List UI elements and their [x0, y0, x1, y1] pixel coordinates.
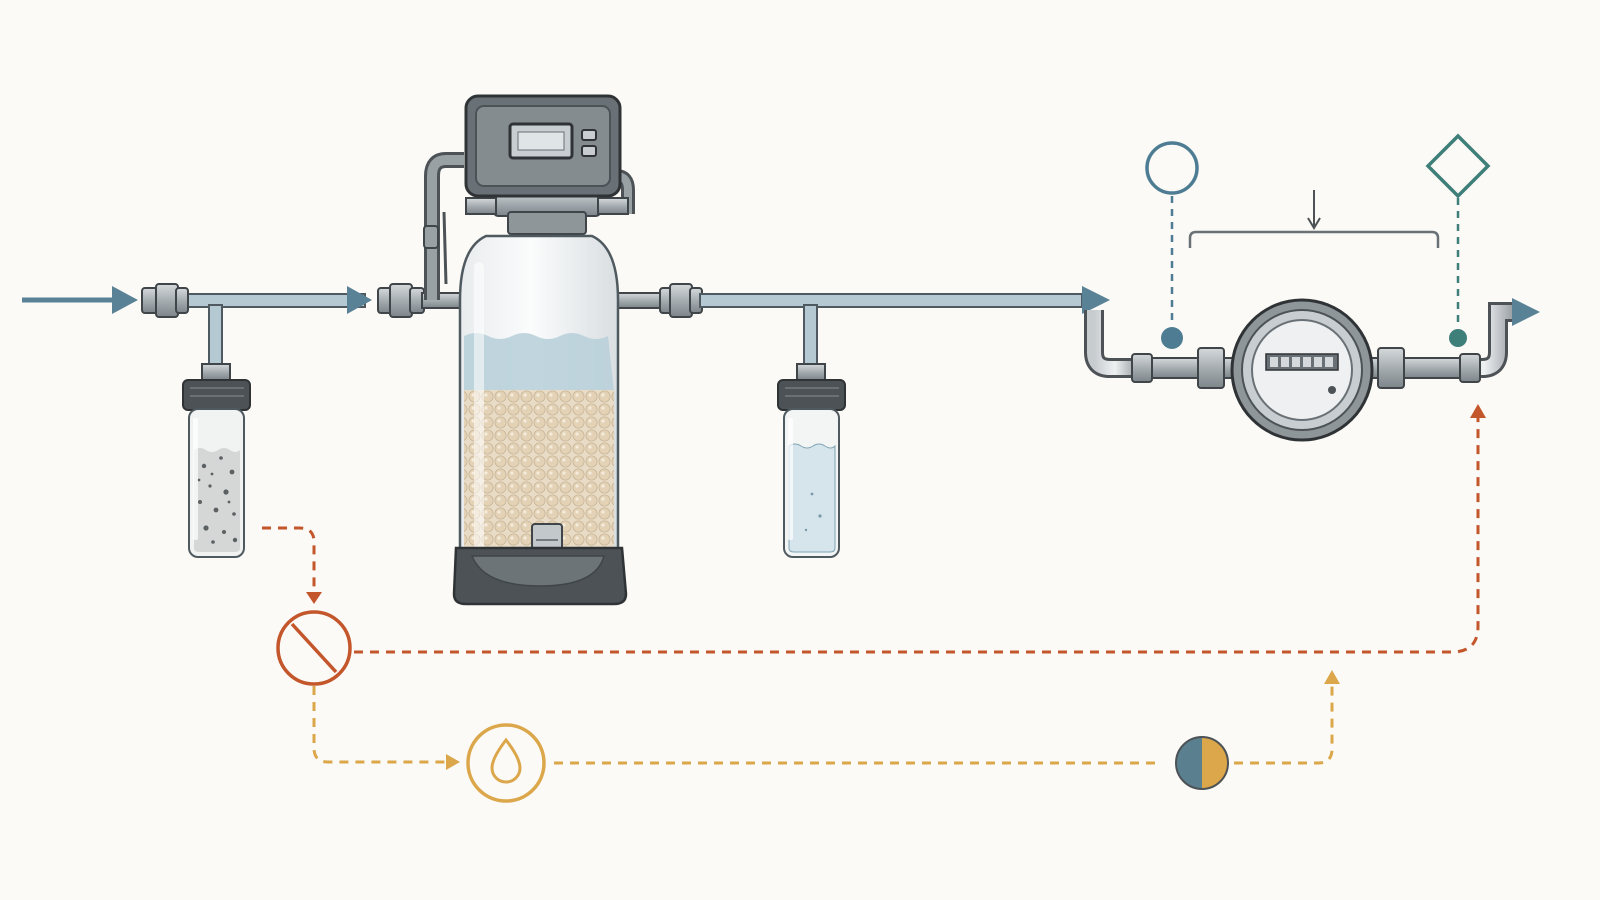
tank-outlet-coupling — [611, 283, 703, 318]
meter-assembly — [1084, 298, 1540, 442]
outlet-arrow-icon — [1512, 298, 1540, 326]
sediment-filter-housing-icon — [182, 363, 251, 558]
circle-icon — [1145, 141, 1199, 195]
sediment-particles — [197, 456, 238, 544]
control-button-down[interactable] — [581, 145, 597, 157]
water-drop-icon — [466, 723, 546, 803]
flow-arrowhead-meter — [1082, 286, 1110, 314]
pipe-drop-postfilter — [803, 304, 818, 368]
inlet-coupling — [141, 283, 189, 318]
pipe-outlet-segment — [699, 293, 1083, 308]
pipe-drop-sediment — [208, 304, 223, 368]
measurement-markers — [1145, 133, 1491, 349]
clear-filter-housing-icon — [777, 363, 846, 558]
prohibited-icon — [276, 610, 352, 686]
diamond-icon — [1425, 133, 1491, 199]
control-head-icon — [423, 94, 635, 300]
span-bracket — [1188, 230, 1440, 248]
tank-inlet-coupling — [377, 283, 463, 318]
resin-tank-icon — [452, 234, 628, 606]
main-pipeline — [22, 283, 1110, 368]
flow-arrowhead — [347, 286, 372, 314]
downstream-probe-dot — [1449, 329, 1467, 347]
control-button-up[interactable] — [581, 129, 597, 141]
half-circle-icon — [1175, 736, 1229, 790]
water-meter-icon — [1230, 298, 1374, 442]
upstream-probe-dot — [1161, 327, 1183, 349]
feedback-paths — [262, 404, 1486, 803]
pipe-inlet-segment — [179, 293, 366, 308]
inlet-arrowhead — [112, 286, 138, 314]
